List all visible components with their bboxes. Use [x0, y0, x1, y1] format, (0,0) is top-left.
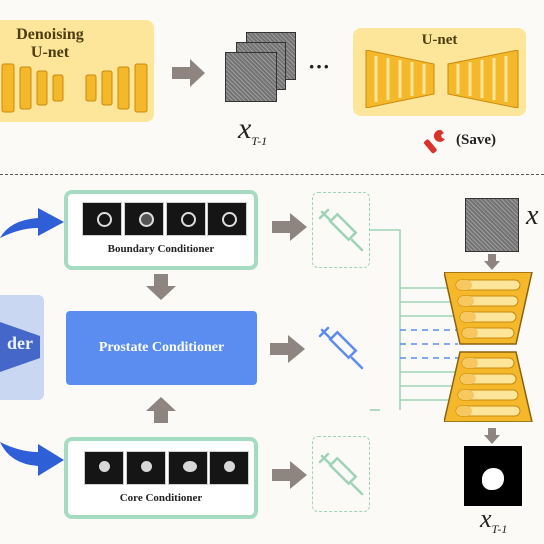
arrow-icon: [270, 335, 305, 363]
syringe-icon: [318, 208, 364, 252]
mri-slice: [82, 202, 122, 236]
unet-shape: [365, 50, 519, 108]
syringe-box-top: [312, 192, 370, 268]
x-subscript: T-1: [491, 522, 508, 537]
core-conditioner-label: Core Conditioner: [119, 492, 203, 504]
connection-lines: [370, 229, 458, 411]
syringe-icon: [318, 326, 364, 370]
mri-slice: [126, 451, 166, 485]
wrench-icon: [424, 129, 445, 154]
vertical-unet: [444, 272, 533, 422]
mri-slice: [84, 451, 124, 485]
syringe-box-bottom: [312, 436, 370, 512]
denoising-unet-shape: [1, 63, 148, 113]
ellipsis: ···: [308, 54, 331, 79]
arrow-icon: [146, 274, 176, 300]
arrow-icon: [172, 59, 205, 87]
mri-slice: [209, 451, 249, 485]
noise-image: [465, 198, 519, 252]
x-symbol: x: [238, 112, 252, 145]
noise-image: [225, 52, 277, 102]
mri-slice: [166, 202, 206, 236]
encoder-label: der: [7, 333, 33, 353]
output-mask: [464, 446, 522, 506]
x-output-label: xT-1: [480, 504, 507, 537]
arrow-icon: [484, 254, 500, 270]
boundary-conditioner-label: Boundary Conditioner: [107, 243, 215, 255]
section-divider: [0, 174, 544, 175]
prostate-conditioner-label: Prostate Conditioner: [98, 340, 225, 355]
denoising-unet-title-line2: U-net: [30, 44, 70, 61]
x-symbol: x: [480, 504, 492, 533]
arrow-icon: [272, 461, 307, 489]
syringe-icon: [318, 452, 364, 496]
save-label: (Save): [456, 132, 496, 148]
mri-slice: [207, 202, 247, 236]
mask-blob: [482, 468, 504, 490]
arrow-icon: [484, 428, 500, 444]
arrow-icon: [0, 208, 64, 238]
denoising-unet-title-line1: Denoising: [16, 26, 84, 43]
arrow-icon: [272, 213, 307, 241]
arrow-icon: [146, 397, 176, 423]
mri-slice: [124, 202, 164, 236]
arrow-icon: [0, 442, 64, 476]
mri-slice: [168, 451, 208, 485]
x-input-label: x: [526, 200, 539, 231]
prostate-conditioner: [66, 311, 257, 385]
unet-title: U-net: [421, 32, 458, 48]
x-subscript: T-1: [251, 134, 268, 148]
x-t-minus-1-label: xT-1: [238, 112, 267, 149]
